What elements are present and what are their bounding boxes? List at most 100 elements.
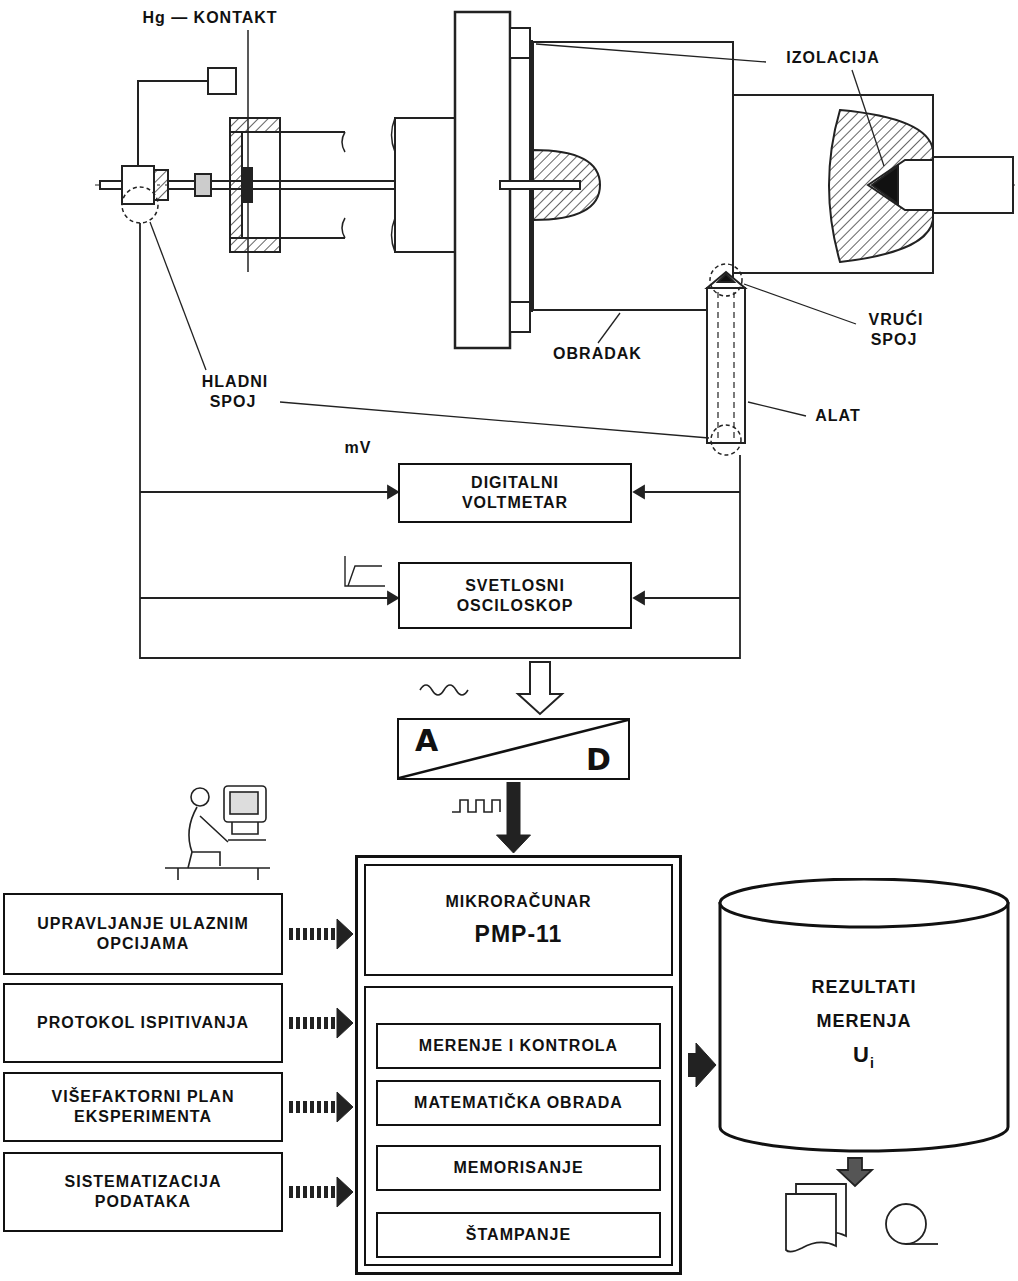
signal-symbol: [345, 556, 385, 586]
leader-line: [598, 313, 620, 343]
box-text: UPRAVLJANJE ULAZNIM OPCIJAMA: [36, 914, 251, 954]
text-group: SISTEMATIZACIJA PODATAKA: [5, 1154, 281, 1230]
text-group: SVETLOSNI OSCILOSKOP: [400, 564, 630, 627]
text-group: MERENJE I KONTROLA: [378, 1025, 659, 1067]
monitor-stand: [228, 822, 266, 840]
shaft: [100, 181, 122, 189]
leader-line: [536, 44, 766, 62]
cylinder-body: [720, 902, 1008, 1151]
leader-line: [280, 402, 709, 438]
text-group: MATEMATIČKA OBRADA: [378, 1082, 659, 1124]
spindle: [395, 118, 455, 252]
converter-letter: A: [415, 722, 439, 760]
arrowhead: [337, 1008, 353, 1038]
text-group: DIGITALNI VOLTMETAR: [400, 465, 630, 521]
box-text: VIŠEFAKTORNI PLAN EKSPERIMENTA: [27, 1087, 259, 1127]
tool-tip: [707, 272, 745, 288]
arrowhead: [696, 1043, 716, 1087]
center-cone: [868, 160, 933, 210]
computer-box: MIKRORAČUNAR PMP-11MERENJE I KONTROLA MATE…: [355, 855, 682, 1275]
leader-lines: [150, 44, 884, 438]
screen: [230, 792, 258, 814]
symbol-text: i: [870, 1055, 875, 1071]
box-text: ŠTAMPANJE: [466, 1225, 571, 1245]
diagonal-line: [399, 720, 628, 778]
part-label: ALAT: [806, 406, 870, 426]
text-group: REZULTATI MERENJA Ui: [718, 878, 1010, 1153]
arrowhead: [337, 1092, 353, 1122]
box-text: REZULTATI MERENJA: [764, 970, 964, 1038]
arrowhead: [388, 486, 398, 498]
printout: [786, 1194, 836, 1252]
arrow-shaft: [289, 1186, 337, 1198]
chuck-jaw: [510, 28, 530, 58]
shaft: [500, 181, 580, 189]
break-line: [392, 118, 396, 252]
function-box: MATEMATIČKA OBRADA: [376, 1080, 661, 1126]
flow-arrow: [289, 919, 353, 949]
label-text: IZOLACIJA: [784, 49, 881, 66]
instrument-box: SVETLOSNI OSCILOSKOP: [398, 562, 632, 629]
input-box: VIŠEFAKTORNI PLAN EKSPERIMENTA: [3, 1072, 283, 1142]
box-text: SVETLOSNI OSCILOSKOP: [433, 576, 598, 616]
part-label: IZOLACIJA: [768, 48, 898, 68]
leader-line: [150, 222, 206, 370]
text-group: UPRAVLJANJE ULAZNIM OPCIJAMA: [5, 895, 281, 973]
arrow-shaft: [289, 928, 337, 940]
input-box: SISTEMATIZACIJA PODATAKA: [3, 1152, 283, 1232]
flow-arrow: [289, 1177, 353, 1207]
cylinder-top: [720, 879, 1008, 927]
tool: [707, 288, 745, 443]
box-text: MERENJE I KONTROLA: [419, 1036, 618, 1056]
converter-letter: D: [586, 741, 612, 779]
function-box: MERENJE I KONTROLA: [376, 1023, 661, 1069]
box-text: MATEMATIČKA OBRADA: [414, 1093, 623, 1113]
leader-line: [852, 70, 884, 166]
housing-wall: [230, 132, 242, 238]
label-text: HLADNI SPOJ: [200, 373, 268, 410]
tool-insert: [718, 274, 734, 282]
box-text: MEMORISANJE: [453, 1158, 583, 1178]
flow-arrow: [497, 782, 531, 853]
part-label: HLADNI SPOJ: [186, 372, 282, 412]
symbol-text: U: [853, 1042, 870, 1067]
chuck-jaw: [510, 302, 530, 332]
input-box: PROTOKOL ISPITIVANJA: [3, 983, 283, 1063]
lathe-drawing: [95, 12, 1015, 455]
text-group: ŠTAMPANJE: [378, 1214, 659, 1256]
mercury-contact: [122, 166, 154, 204]
digital-wave: [452, 800, 500, 812]
arrowhead: [337, 1177, 353, 1207]
wire: [138, 81, 208, 166]
box-text: PMP-11: [475, 920, 563, 949]
break-line: [342, 132, 345, 238]
symbol-line: Ui: [853, 1042, 875, 1071]
arrow-shaft: [289, 1017, 337, 1029]
instrument-box: DIGITALNI VOLTMETAR: [398, 463, 632, 523]
label-text: mV: [343, 439, 374, 456]
arrowhead: [388, 592, 398, 604]
flow-arrow: [289, 1008, 353, 1038]
tape: [906, 1243, 938, 1245]
measuring-wires: [140, 223, 740, 812]
label-text: ALAT: [813, 407, 862, 424]
terminal-box: [208, 68, 236, 94]
cold-junction-mark: [711, 425, 741, 455]
output-icons: [786, 1158, 938, 1252]
nut: [195, 174, 211, 196]
arrow-shaft: [507, 782, 521, 835]
head: [191, 788, 209, 806]
text-group: VIŠEFAKTORNI PLAN EKSPERIMENTA: [5, 1074, 281, 1140]
box-text: MIKRORAČUNAR: [445, 892, 591, 912]
arrow-shaft: [688, 1053, 696, 1077]
arrowhead: [497, 835, 531, 853]
text-group: MIKRORAČUNAR PMP-11: [364, 864, 673, 976]
converter-box: AD: [397, 718, 630, 780]
spindle: [280, 132, 345, 238]
label-text: OBRADAK: [551, 345, 644, 362]
analog-wave: [420, 685, 468, 695]
arrowhead: [634, 486, 644, 498]
knurl: [154, 170, 168, 200]
